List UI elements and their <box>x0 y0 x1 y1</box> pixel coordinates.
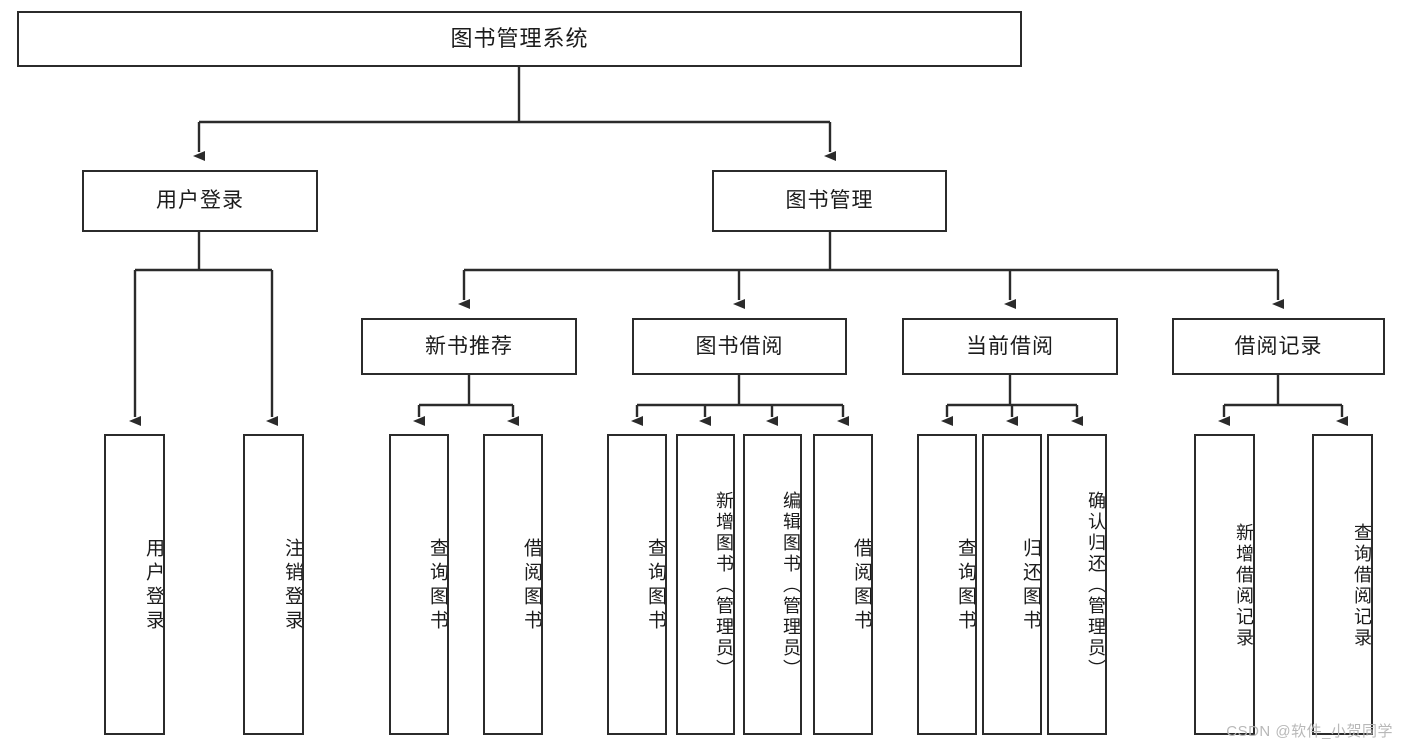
node-user-login[interactable]: 用户登录 <box>82 170 318 232</box>
node-book-borrow[interactable]: 图书借阅 <box>632 318 847 375</box>
node-borrow-records[interactable]: 借阅记录 <box>1172 318 1385 375</box>
watermark-text: CSDN @软件_小贺同学 <box>1226 723 1393 740</box>
leaf-borrow-add-book-admin[interactable]: 新增图书（管理员） <box>676 434 735 735</box>
leaf-current-return-books[interactable]: 归还图书 <box>982 434 1042 735</box>
leaf-records-add-record[interactable]: 新增借阅记录 <box>1194 434 1255 735</box>
node-book-management[interactable]: 图书管理 <box>712 170 947 232</box>
leaf-user-login-signin[interactable]: 用户登录 <box>104 434 165 735</box>
node-root-book-management-system[interactable]: 图书管理系统 <box>17 11 1022 67</box>
leaf-borrow-edit-book-admin[interactable]: 编辑图书（管理员） <box>743 434 802 735</box>
leaf-records-query-record[interactable]: 查询借阅记录 <box>1312 434 1373 735</box>
leaf-recommend-query-books[interactable]: 查询图书 <box>389 434 449 735</box>
node-new-book-recommend[interactable]: 新书推荐 <box>361 318 577 375</box>
leaf-user-login-logout[interactable]: 注销登录 <box>243 434 304 735</box>
leaf-current-confirm-return-admin[interactable]: 确认归还（管理员） <box>1047 434 1107 735</box>
leaf-borrow-borrow-books[interactable]: 借阅图书 <box>813 434 873 735</box>
leaf-current-query-books[interactable]: 查询图书 <box>917 434 977 735</box>
leaf-borrow-query-books[interactable]: 查询图书 <box>607 434 667 735</box>
node-current-borrow[interactable]: 当前借阅 <box>902 318 1118 375</box>
leaf-recommend-borrow-books[interactable]: 借阅图书 <box>483 434 543 735</box>
